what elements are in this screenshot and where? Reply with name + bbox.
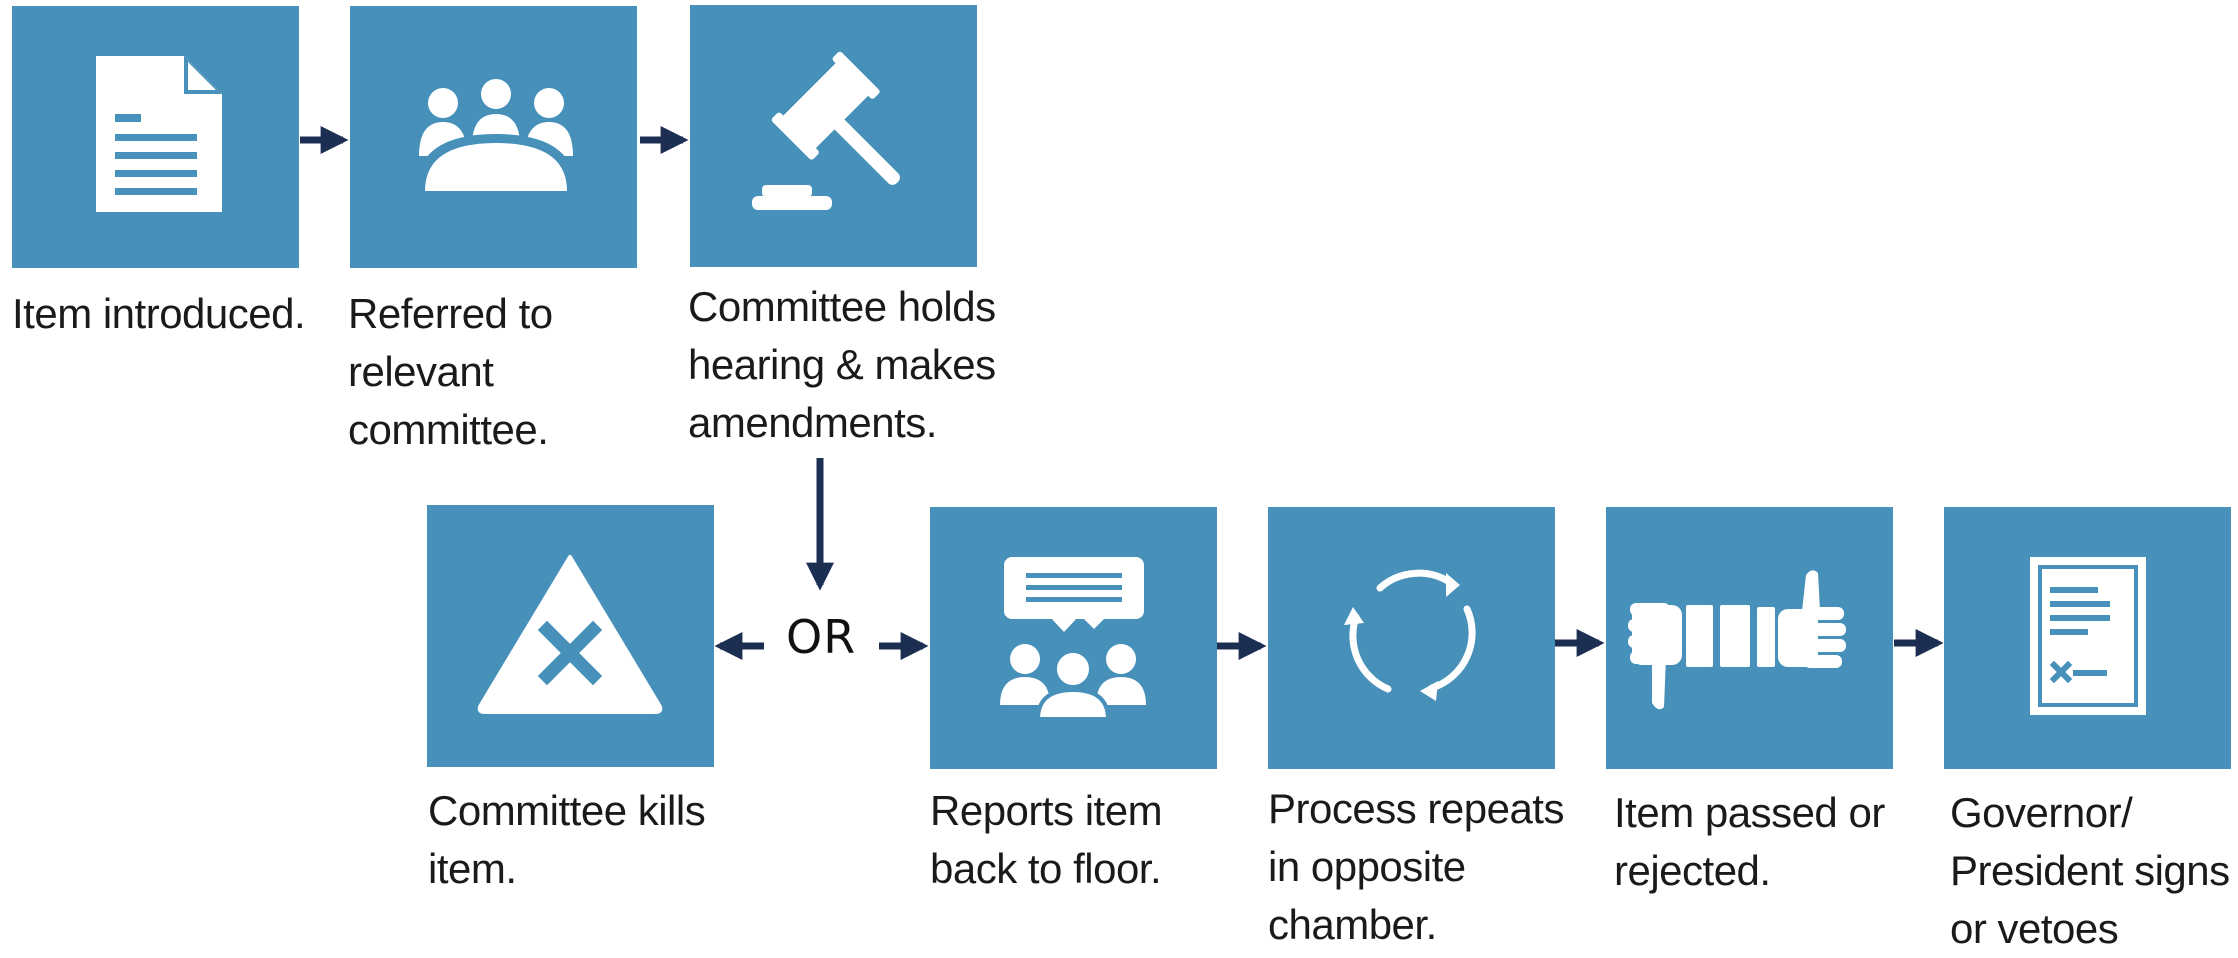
warning-x-icon xyxy=(477,555,663,714)
step-referred-caption: Referred to relevant committee. xyxy=(348,290,553,453)
meeting-table-icon xyxy=(416,79,576,191)
branch-or-label: OR xyxy=(786,610,857,664)
step-reports-caption: Reports item back to floor. xyxy=(930,787,1163,892)
step-passed-box xyxy=(1606,507,1893,769)
step-hearing-caption: Committee holds hearing & makes amendmen… xyxy=(688,283,996,446)
step-referred-box xyxy=(350,6,637,268)
step-reports-box xyxy=(930,507,1217,769)
step-governor-caption: Governor/ President signs or vetoes xyxy=(1950,789,2230,952)
signed-document-icon xyxy=(2030,557,2146,715)
cycle-arrows-icon xyxy=(1344,569,1476,701)
step-repeats-box xyxy=(1268,507,1555,769)
presentation-audience-icon xyxy=(1000,557,1146,721)
step-killed-caption: Committee kills item. xyxy=(428,787,706,892)
step-killed-box xyxy=(427,505,714,767)
step-repeats-caption: Process repeats in opposite chamber. xyxy=(1268,785,1564,948)
step-governor-box xyxy=(1944,507,2231,769)
document-icon xyxy=(96,56,222,212)
step-introduced-caption: Item introduced. xyxy=(12,290,306,337)
gavel-icon xyxy=(752,51,900,210)
step-hearing-box xyxy=(690,5,977,267)
step-introduced-box xyxy=(12,6,299,268)
step-passed-caption: Item passed or rejected. xyxy=(1614,789,1885,894)
thumbs-down-up-icon xyxy=(1628,570,1846,710)
